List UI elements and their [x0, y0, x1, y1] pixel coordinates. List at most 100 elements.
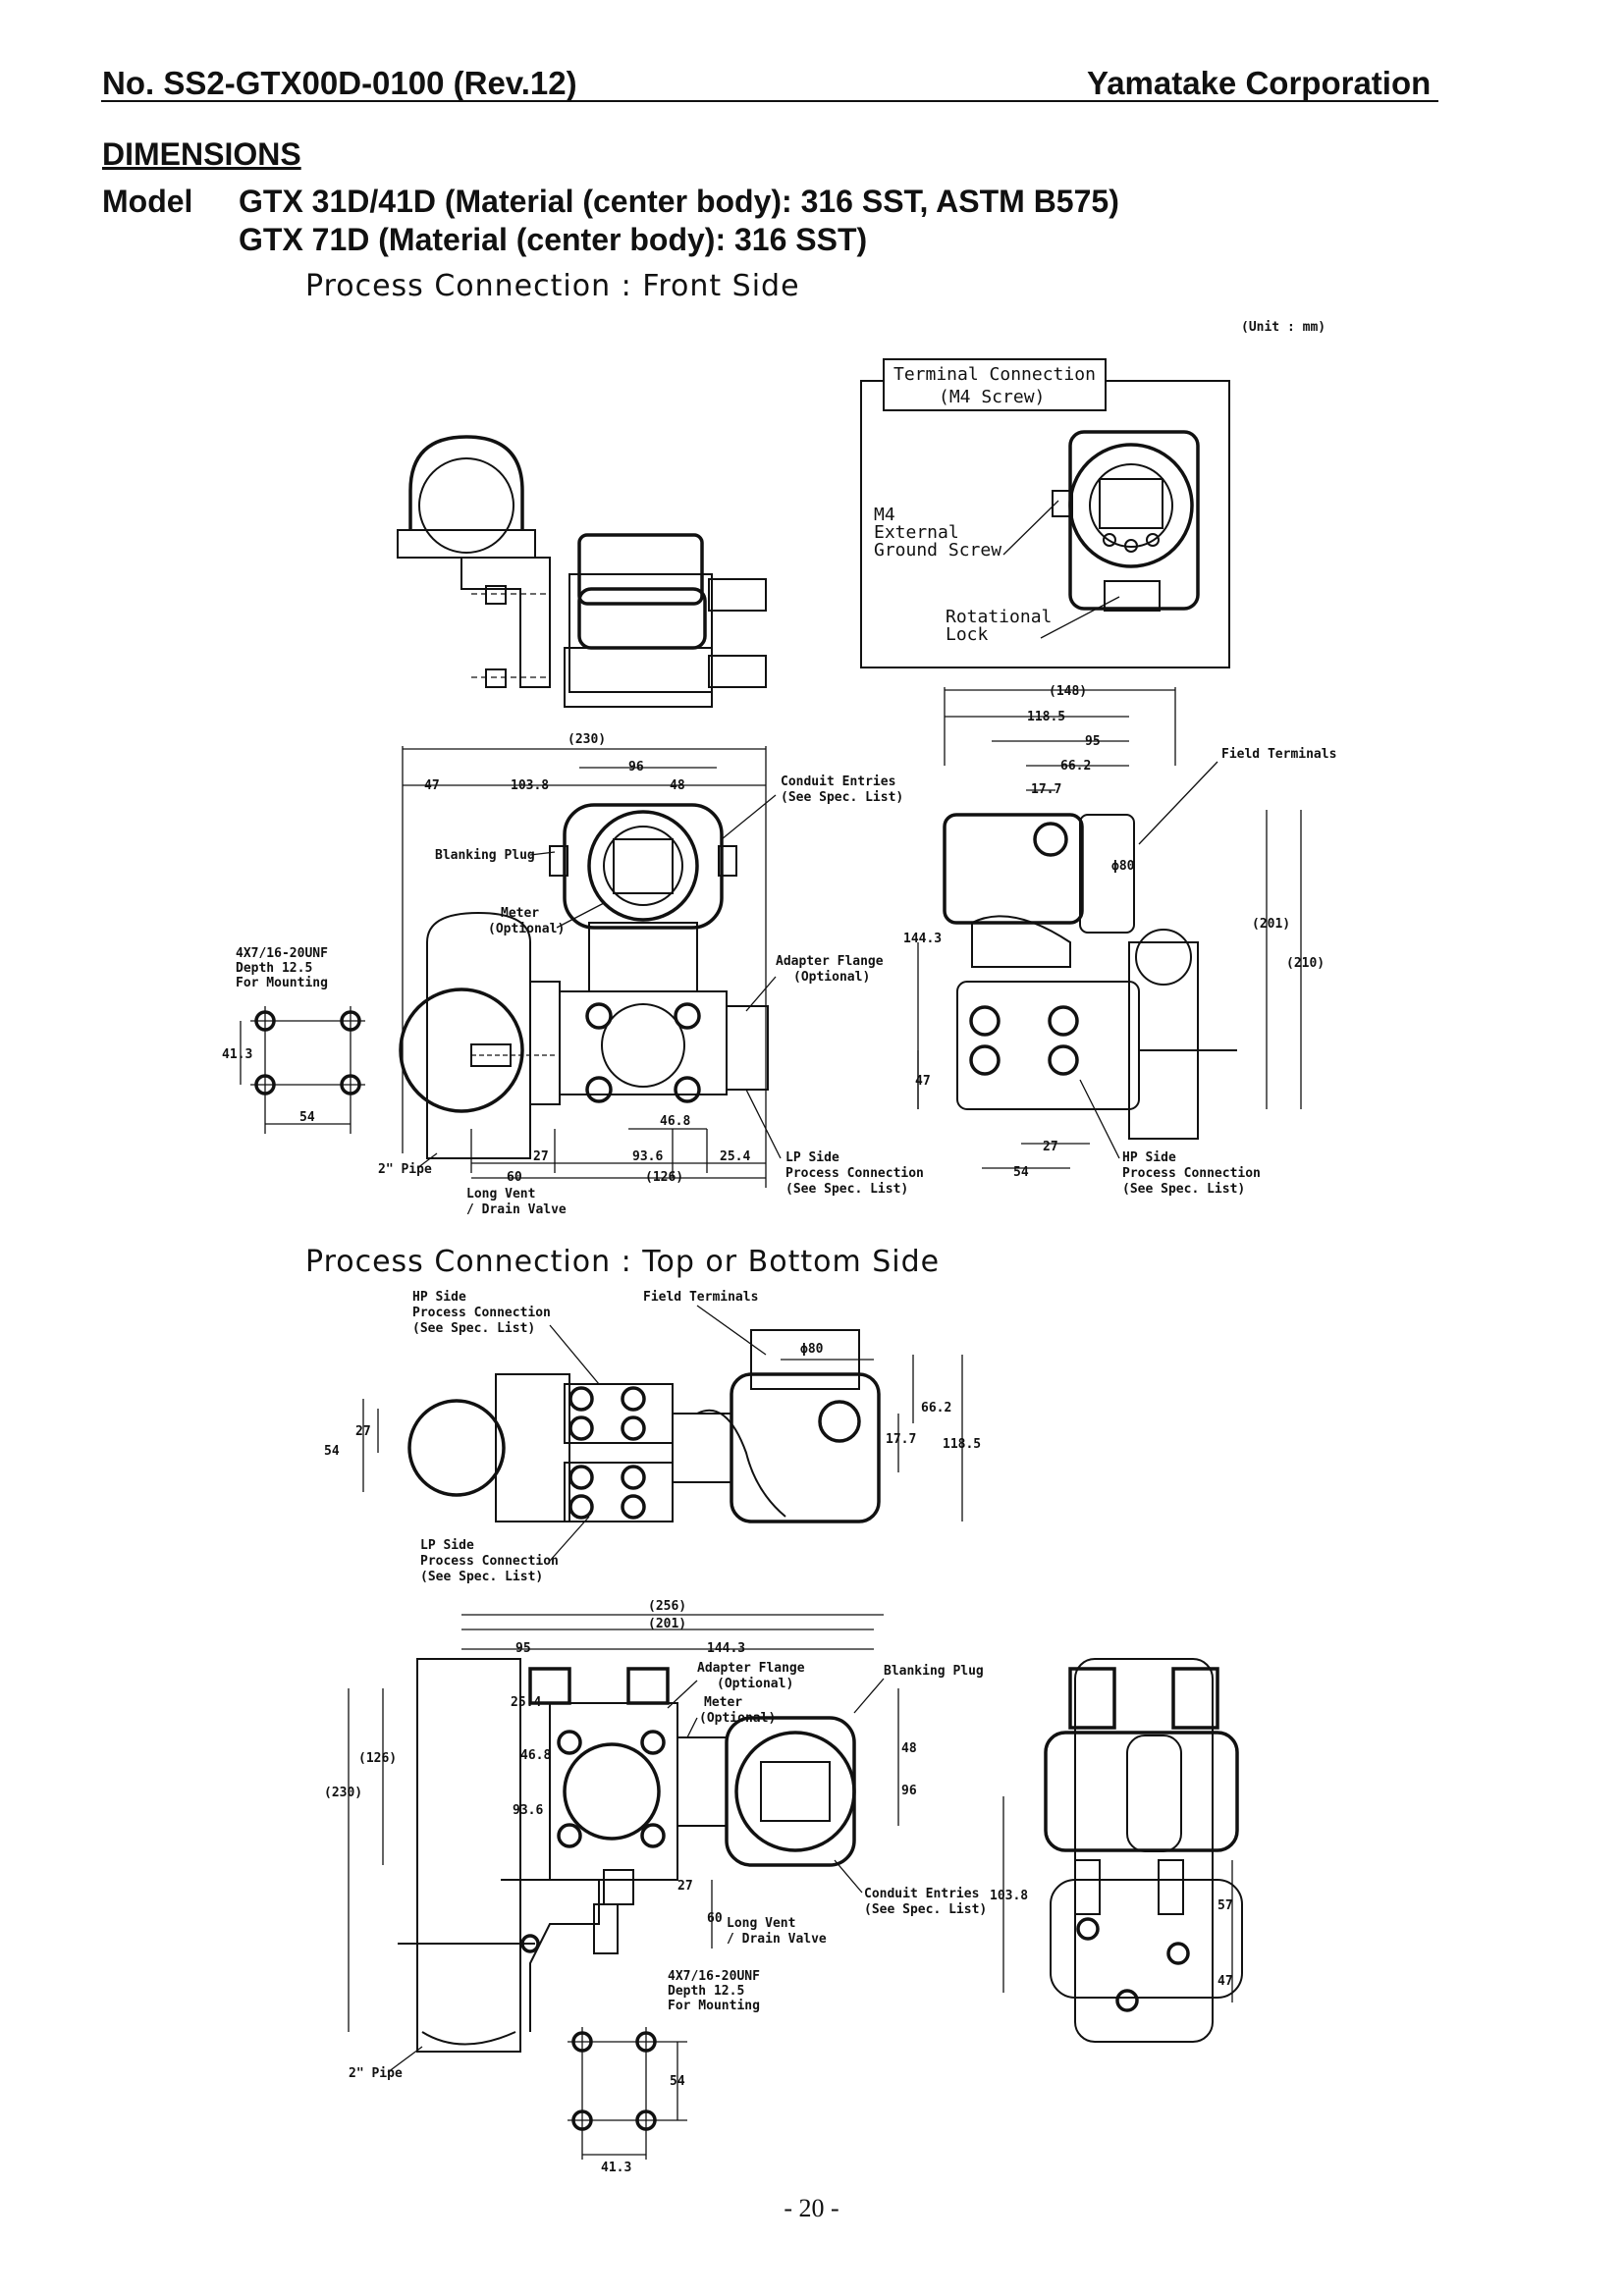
dim-177-top: 17.7	[886, 1432, 916, 1447]
doc-number: No. SS2-GTX00D-0100 (Rev.12)	[102, 65, 577, 101]
rotational-label: Rotational	[946, 607, 1052, 627]
unf-label-1-front: 4X7/16-20UNF	[236, 946, 328, 961]
dim-27-front: 27	[533, 1149, 549, 1164]
m4-label: M4	[874, 505, 895, 525]
lp-side-label-top: LP Side	[420, 1538, 474, 1553]
hp-see-spec-label-front: (See Spec. List)	[1122, 1182, 1245, 1197]
front-top-view	[397, 435, 767, 708]
dim-126-bottom: (126)	[358, 1751, 397, 1766]
dim-95-bottom: 95	[515, 1641, 531, 1656]
dim-468-bottom: 46.8	[520, 1748, 551, 1763]
dim-1038-side-bottom: 103.8	[990, 1889, 1028, 1903]
dim-54-bottom: 54	[670, 2074, 685, 2089]
blanking-plug-label: Blanking Plug	[435, 848, 535, 863]
terminal-connection-label: Terminal Connection	[893, 364, 1096, 385]
dim-936-bottom: 93.6	[513, 1803, 543, 1818]
model-line-2: GTX 71D (Material (center body): 316 SST…	[239, 222, 868, 257]
dim-1185-top: 118.5	[943, 1437, 981, 1452]
adapter-flange-label: Adapter Flange	[776, 954, 884, 969]
dim-1443-bottom: 144.3	[707, 1641, 745, 1656]
mounting-holes-bottom: 4X7/16-20UNF Depth 12.5 For Mounting 54 …	[568, 1969, 760, 2175]
unit-note: (Unit : mm)	[1241, 320, 1325, 335]
phi80-side: ϕ80	[1111, 859, 1135, 874]
m4-screw-label: (M4 Screw)	[939, 387, 1045, 407]
dim-48-front: 48	[670, 778, 685, 793]
conduit-see-spec-label-bottom: (See Spec. List)	[864, 1902, 987, 1917]
adapter-optional-label-bottom: (Optional)	[717, 1677, 793, 1691]
dim-413-front: 41.3	[222, 1047, 252, 1062]
drain-valve-label-bottom: / Drain Valve	[727, 1932, 827, 1947]
dim-27-side: 27	[1043, 1140, 1058, 1154]
view-title-top: Process Connection : Top or Bottom Side	[305, 1245, 941, 1279]
pipe-label-front: 2" Pipe	[378, 1162, 432, 1177]
company-name: Yamatake Corporation	[1087, 65, 1432, 101]
dim-95-side: 95	[1085, 734, 1101, 749]
unf-label-1-bottom: 4X7/16-20UNF	[668, 1969, 760, 1984]
conduit-entries-label: Conduit Entries	[781, 774, 895, 789]
dim-126-front: (126)	[645, 1170, 683, 1185]
dim-210-side: (210)	[1286, 956, 1325, 971]
lp-see-spec-label-top: (See Spec. List)	[420, 1570, 543, 1584]
hp-side-label-top: HP Side	[412, 1290, 466, 1305]
model-line-1: GTX 31D/41D (Material (center body): 316…	[239, 184, 1119, 219]
dim-1443-side: 144.3	[903, 932, 942, 946]
unf-label-3-front: For Mounting	[236, 976, 328, 990]
dim-1185-side: 118.5	[1027, 710, 1065, 724]
dim-468-front: 46.8	[660, 1114, 690, 1129]
dim-1038-front: 103.8	[511, 778, 549, 793]
dim-177-side: 17.7	[1031, 782, 1061, 797]
side-view-bottom: 103.8 57 47	[990, 1658, 1243, 2043]
dim-201-bottom: (201)	[648, 1617, 686, 1631]
pipe-label-bottom: 2" Pipe	[349, 2066, 403, 2081]
dim-256-bottom: (256)	[648, 1599, 686, 1614]
hp-process-connection-label-front: Process Connection	[1122, 1166, 1261, 1181]
dim-230-front: (230)	[568, 732, 606, 747]
dim-662-top: 66.2	[921, 1401, 951, 1415]
terminal-connection-inset: Terminal Connection (M4 Screw) M4 Extern…	[860, 358, 1230, 668]
page-number: - 20 -	[784, 2194, 839, 2222]
dim-47-side: 47	[915, 1074, 931, 1089]
lp-side-label-front: LP Side	[785, 1150, 839, 1165]
top-view: HP Side Process Connection (See Spec. Li…	[324, 1290, 981, 1584]
section-title: DIMENSIONS	[102, 136, 301, 172]
dim-662-side: 66.2	[1060, 759, 1091, 774]
dim-27-bottom: 27	[677, 1879, 693, 1894]
side-elevation-view: (148) 118.5 95 66.2 17.7 Field Terminals…	[903, 684, 1336, 1197]
lp-process-connection-label-top: Process Connection	[420, 1554, 559, 1569]
unf-label-2-front: Depth 12.5	[236, 961, 312, 976]
dim-201-side: (201)	[1252, 917, 1290, 932]
unf-label-2-bottom: Depth 12.5	[668, 1984, 744, 1999]
long-vent-label-bottom: Long Vent	[727, 1916, 795, 1931]
hp-process-connection-label-top: Process Connection	[412, 1306, 551, 1320]
dim-60-bottom: 60	[707, 1911, 723, 1926]
front-elevation-view: (230) 47 103.8 48 96 Blanking Plug Meter…	[378, 732, 924, 1217]
dim-148-side: (148)	[1049, 684, 1087, 699]
conduit-see-spec-label: (See Spec. List)	[781, 790, 903, 805]
view-title-front: Process Connection : Front Side	[305, 269, 800, 303]
model-label: Model	[102, 184, 193, 219]
dim-27-top: 27	[355, 1424, 371, 1439]
bottom-elevation-view: (256) (201) 95 144.3 Adapter Flange (Opt…	[324, 1599, 987, 2081]
ground-screw-label: Ground Screw	[874, 540, 1001, 561]
external-label: External	[874, 522, 959, 543]
mounting-holes-front: 4X7/16-20UNF Depth 12.5 For Mounting 41.…	[222, 946, 365, 1134]
dim-254-bottom: 25.4	[511, 1695, 541, 1710]
dim-47-front: 47	[424, 778, 440, 793]
field-terminals-label-front: Field Terminals	[1221, 747, 1336, 762]
adapter-flange-label-bottom: Adapter Flange	[697, 1661, 805, 1676]
field-terminals-label-top: Field Terminals	[643, 1290, 758, 1305]
meter-label: Meter	[501, 906, 539, 921]
conduit-entries-label-bottom: Conduit Entries	[864, 1887, 979, 1901]
dim-254-front: 25.4	[720, 1149, 750, 1164]
header-rule	[101, 100, 1438, 102]
hp-see-spec-label-top: (See Spec. List)	[412, 1321, 535, 1336]
dim-230-bottom: (230)	[324, 1786, 362, 1800]
lp-see-spec-label-front: (See Spec. List)	[785, 1182, 908, 1197]
dim-48-bottom: 48	[901, 1741, 917, 1756]
dim-96-bottom: 96	[901, 1784, 917, 1798]
lock-label: Lock	[946, 624, 989, 645]
dim-54-side: 54	[1013, 1165, 1029, 1180]
dim-60-front: 60	[507, 1170, 522, 1185]
drain-valve-label: / Drain Valve	[466, 1202, 567, 1217]
